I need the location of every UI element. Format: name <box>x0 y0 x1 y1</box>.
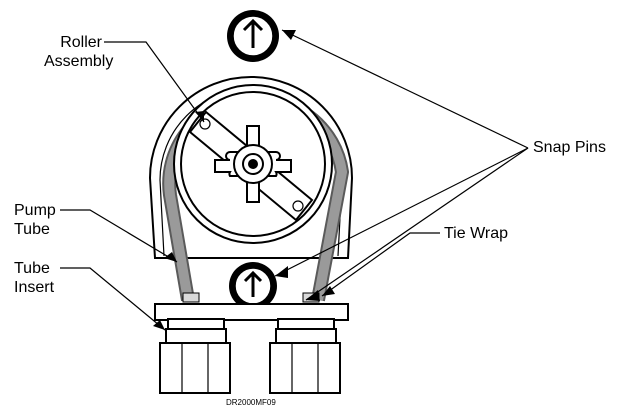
label-insert: Insert <box>14 279 55 296</box>
figure-code: DR2000MF09 <box>226 398 276 407</box>
tube-insert-left <box>159 328 231 394</box>
label-tie-wrap: Tie Wrap <box>444 225 509 242</box>
label-assembly: Assembly <box>44 53 114 70</box>
top-snap-pin <box>227 10 279 62</box>
label-roller: Roller <box>60 34 102 51</box>
label-tube-insert: Tube Insert <box>14 259 54 297</box>
label-snap-pins: Snap Pins <box>533 139 606 156</box>
tube-insert-right <box>269 328 341 394</box>
label-tube-2: Tube <box>14 260 50 277</box>
label-pump: Pump <box>14 202 56 219</box>
base-plate <box>154 303 349 330</box>
leader-lines <box>60 29 529 331</box>
arrowheads <box>153 30 335 330</box>
label-tube: Tube <box>14 221 50 238</box>
bottom-snap-pin <box>229 262 277 310</box>
label-pump-tube: Pump Tube <box>14 201 56 239</box>
label-roller-assembly: Roller Assembly <box>44 33 114 71</box>
central-hub <box>214 125 292 203</box>
